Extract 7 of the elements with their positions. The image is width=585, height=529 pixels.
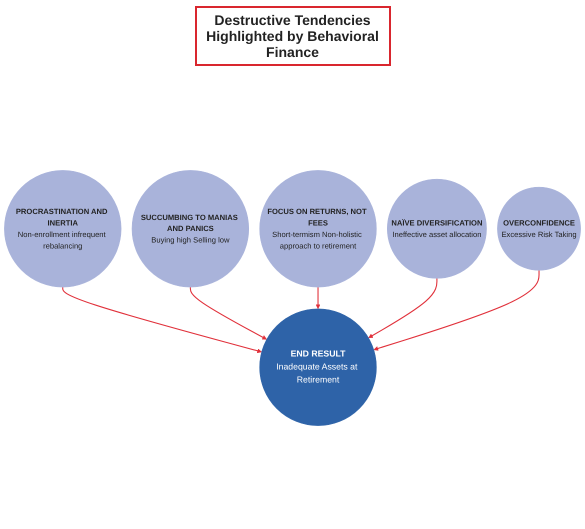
arrow <box>316 286 320 309</box>
arrow <box>190 286 267 340</box>
arrow <box>374 270 540 350</box>
arrow <box>368 278 438 338</box>
arrow <box>62 286 262 353</box>
node-circle: END RESULT Inadequate Assets at Retirement <box>259 308 377 426</box>
title-box: Destructive Tendencies Highlighted by Behavioral Finance <box>194 6 390 66</box>
